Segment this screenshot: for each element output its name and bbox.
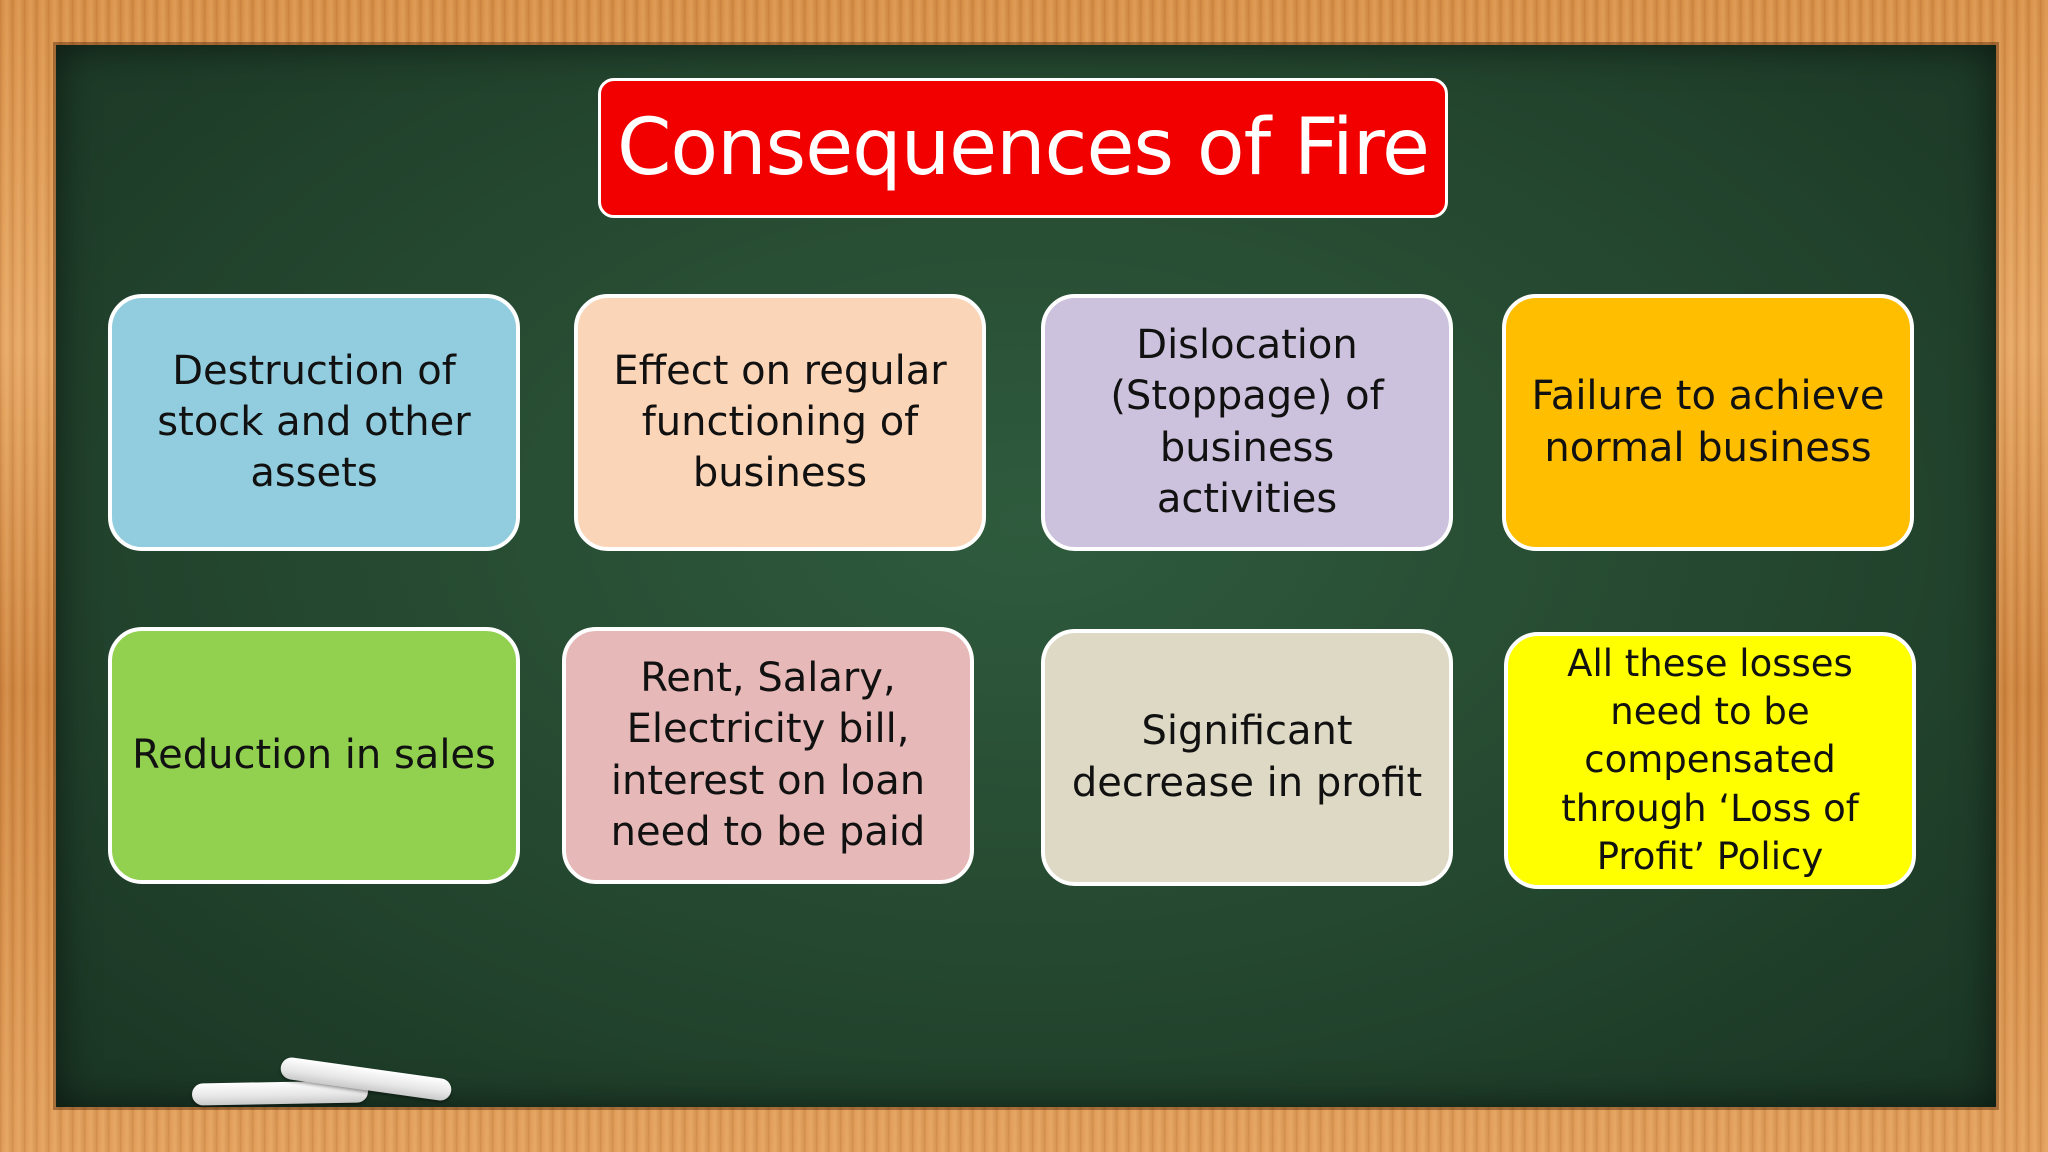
consequence-box-compensation: All these losses need to be compensated … — [1504, 632, 1916, 889]
consequence-box-profit-decrease: Significant decrease in profit — [1041, 629, 1453, 886]
slide-title: Consequences of Fire — [598, 78, 1448, 218]
consequence-box-failure: Failure to achieve normal business — [1502, 294, 1914, 551]
consequence-box-destruction: Destruction of stock and other assets — [108, 294, 520, 551]
consequence-box-regular-functioning: Effect on regular functioning of busines… — [574, 294, 986, 551]
consequence-box-expenses: Rent, Salary, Electricity bill, interest… — [562, 627, 974, 884]
chalkboard — [56, 45, 1996, 1107]
consequence-box-reduction-sales: Reduction in sales — [108, 627, 520, 884]
consequence-box-dislocation: Dislocation (Stoppage) of business activ… — [1041, 294, 1453, 551]
